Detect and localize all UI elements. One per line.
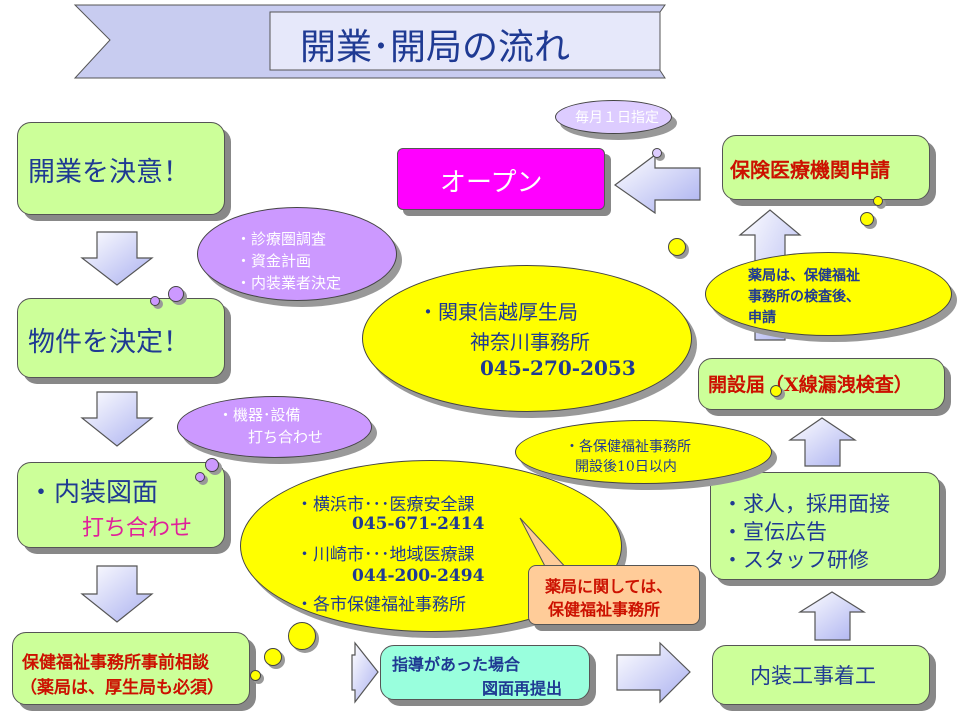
- callout-pharmacy: [528, 565, 700, 625]
- page-title: 開業･開局の流れ: [300, 27, 571, 68]
- cloud-kanto-3: 045-270-2053: [480, 356, 636, 380]
- thought-bubble: [652, 148, 662, 158]
- step-resubmit-sub: 図面再提出: [482, 679, 563, 698]
- step-property: [17, 298, 225, 378]
- thought-bubble: [264, 648, 282, 666]
- arrow-right-icon: [351, 641, 379, 704]
- step-construction: [712, 645, 930, 705]
- step-staff-3: ・スタッフ研修: [722, 548, 869, 572]
- thought-bubble: [195, 472, 205, 482]
- cloud-pharmacy: [705, 252, 952, 336]
- step-notice-label: 開設届（X線漏洩検査）: [708, 374, 913, 396]
- arrow-down-icon: [80, 231, 154, 286]
- thought-bubble: [205, 458, 219, 472]
- cloud-offices-1: ・横浜市･･･医療安全課: [296, 495, 475, 515]
- thought-bubble: [770, 385, 782, 397]
- callout-pharmacy-2: 保健福祉事務所: [548, 600, 661, 619]
- step-open: [397, 148, 605, 210]
- thought-bubble: [288, 622, 316, 650]
- thought-bubble: [150, 296, 160, 306]
- cloud-plan-2: ・資金計画: [236, 252, 312, 270]
- step-consult-sub: （薬局は、厚生局も必須）: [20, 678, 224, 698]
- arrow-up-icon: [797, 591, 867, 641]
- cloud-pharmacy-1: 薬局は、保健福祉: [748, 268, 860, 284]
- arrow-left-icon: [613, 153, 701, 215]
- cloud-kanto-1: ・関東信越厚生局: [418, 300, 578, 324]
- title-ribbon: [73, 4, 666, 79]
- thought-bubble: [250, 670, 261, 681]
- arrow-down-icon: [80, 565, 154, 623]
- cloud-offices-5: ・各市保健福祉事務所: [296, 595, 466, 615]
- step-construction-label: 内装工事着工: [750, 664, 876, 688]
- cloud-plan: [197, 207, 397, 301]
- cloud-monthly: [555, 100, 672, 134]
- step-interior: [17, 462, 225, 548]
- thought-bubble: [860, 212, 874, 226]
- cloud-kanto-2: 神奈川事務所: [470, 330, 590, 354]
- step-consult-label: 保健福祉事務所事前相談: [22, 653, 209, 673]
- step-staff: [710, 472, 940, 580]
- cloud-within10-1: ・各保健福祉事務所: [565, 439, 691, 455]
- step-resubmit: [380, 645, 590, 700]
- cloud-pharmacy-2: 事務所の検査後、: [748, 289, 860, 305]
- cloud-kanto: [362, 265, 692, 412]
- thought-bubble: [873, 196, 883, 206]
- step-interior-sub: 打ち合わせ: [82, 516, 193, 541]
- cloud-equipment-1: ・機器･設備: [218, 406, 301, 424]
- step-staff-2: ・宣伝広告: [722, 520, 827, 544]
- arrow-right-icon: [616, 641, 691, 704]
- step-notice: [698, 358, 945, 410]
- step-open-label: オープン: [440, 168, 543, 198]
- arrow-down-icon: [80, 391, 154, 447]
- arrow-up-icon: [788, 417, 857, 467]
- cloud-pharmacy-3: 申請: [748, 310, 776, 326]
- cloud-offices-4: 044-200-2494: [352, 566, 485, 586]
- step-property-label: 物件を決定！: [28, 327, 190, 358]
- step-decide: [17, 122, 225, 215]
- cloud-offices-2: 045-671-2414: [352, 514, 485, 534]
- cloud-within10: [515, 420, 772, 484]
- step-consult: [12, 632, 250, 705]
- cloud-monthly-text: 毎月１日指定: [575, 110, 659, 126]
- cloud-offices-3: ・川崎市･･･地域医療課: [296, 545, 475, 565]
- cloud-equipment: [177, 396, 372, 458]
- cloud-plan-3: ・内装業者決定: [236, 274, 342, 292]
- step-insurance: [722, 135, 930, 200]
- cloud-equipment-2: 打ち合わせ: [248, 428, 324, 446]
- step-insurance-label: 保険医療機関申請: [730, 158, 890, 182]
- cloud-plan-1: ・診療圏調査: [236, 230, 327, 248]
- step-staff-1: ・求人，採用面接: [722, 492, 890, 516]
- callout-pharmacy-1: 薬局に関しては、: [545, 577, 673, 596]
- step-resubmit-label: 指導があった場合: [392, 655, 521, 674]
- step-interior-label: ・内装図面: [28, 478, 159, 508]
- thought-bubble: [168, 286, 184, 302]
- cloud-within10-2: 開設後10日以内: [575, 459, 677, 475]
- thought-bubble: [668, 238, 686, 256]
- step-decide-label: 開業を決意！: [28, 157, 190, 188]
